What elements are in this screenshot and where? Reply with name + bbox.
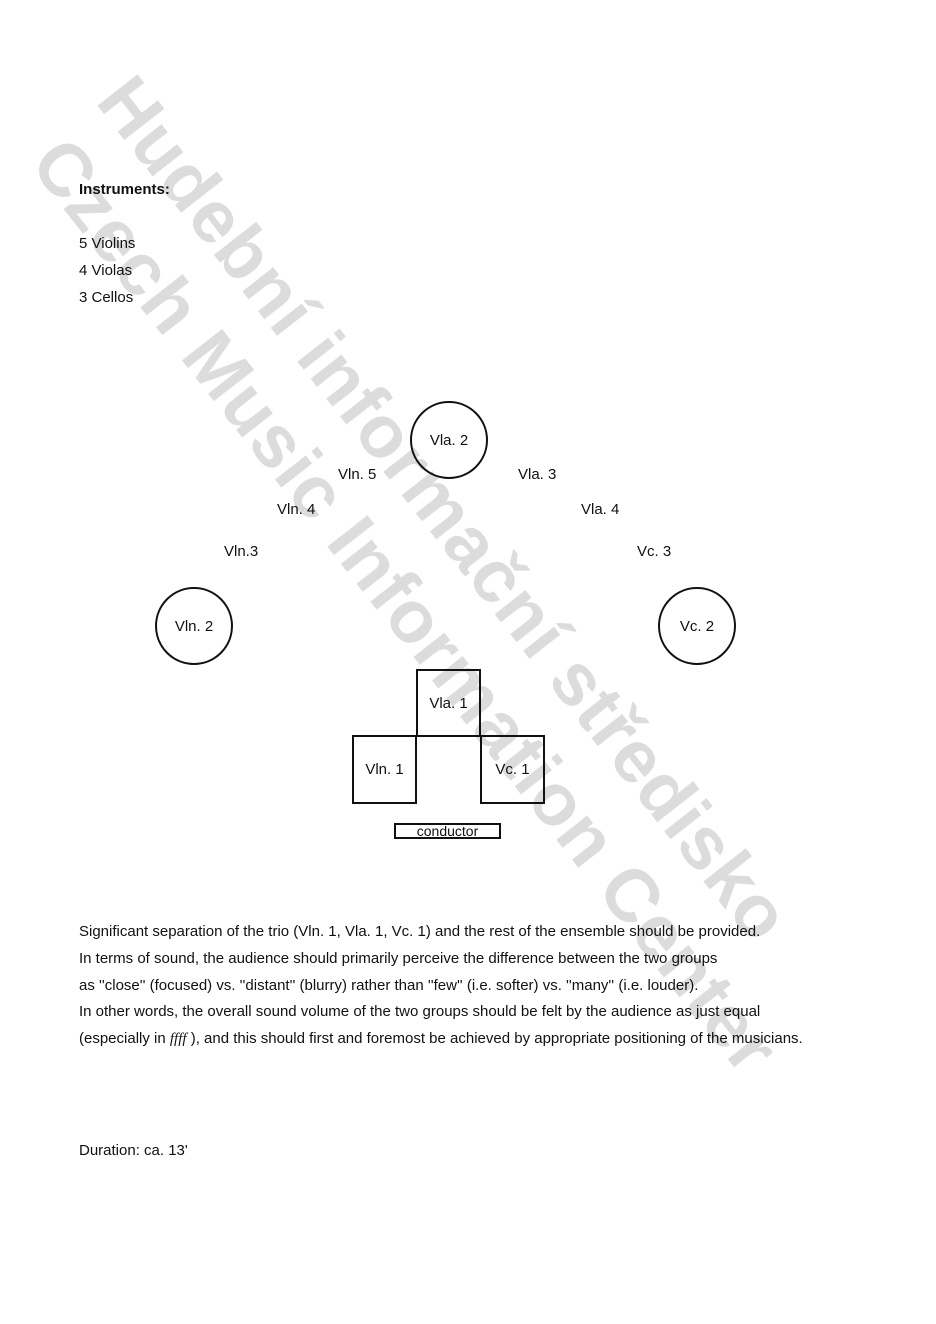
dynamic-marking: ffff — [169, 1031, 187, 1047]
seat-circle-vln2: Vln. 2 — [155, 587, 233, 665]
note-line-1: Significant separation of the trio (Vln.… — [79, 923, 761, 940]
seat-label-vln4: Vln. 4 — [277, 501, 316, 518]
seat-label-vln1: Vln. 1 — [365, 761, 404, 778]
duration-text: Duration: ca. 13' — [79, 1142, 188, 1159]
note-line-5-pre: (especially in — [79, 1030, 170, 1047]
seat-label-vln2: Vln. 2 — [174, 617, 214, 635]
instrument-item-cellos: 3 Cellos — [79, 289, 134, 306]
note-line-5: (especially in ffff ), and this should f… — [79, 1030, 803, 1048]
seat-label-vc2: Vc. 2 — [679, 617, 715, 635]
instrument-item-violas: 4 Violas — [79, 262, 133, 279]
note-line-4: In other words, the overall sound volume… — [79, 1003, 761, 1020]
seat-label-vln3: Vln.3 — [224, 543, 259, 560]
seat-label-vla4: Vla. 4 — [581, 501, 620, 518]
note-line-2: In terms of sound, the audience should p… — [79, 950, 718, 967]
seat-circle-vc2: Vc. 2 — [658, 587, 736, 665]
seat-label-vc1: Vc. 1 — [495, 761, 530, 778]
seat-square-vla1: Vla. 1 — [416, 669, 481, 737]
seat-square-vln1: Vln. 1 — [352, 735, 417, 804]
seat-label-vln5: Vln. 5 — [338, 466, 377, 483]
seat-label-vc3: Vc. 3 — [637, 543, 672, 560]
seat-square-vc1: Vc. 1 — [480, 735, 545, 804]
seat-label-vla3: Vla. 3 — [518, 466, 557, 483]
note-line-5-post: ), and this should first and foremost be… — [186, 1030, 803, 1047]
instruments-heading: Instruments: — [79, 181, 170, 198]
seat-circle-vla2: Vla. 2 — [410, 401, 488, 479]
conductor-label: conductor — [416, 823, 479, 839]
conductor-box: conductor — [394, 823, 501, 839]
note-line-3: as ''close'' (focused) vs. ''distant'' (… — [79, 977, 699, 994]
seat-label-vla1: Vla. 1 — [429, 694, 468, 712]
seat-label-vla2: Vla. 2 — [429, 431, 469, 449]
instrument-item-violins: 5 Violins — [79, 235, 136, 252]
